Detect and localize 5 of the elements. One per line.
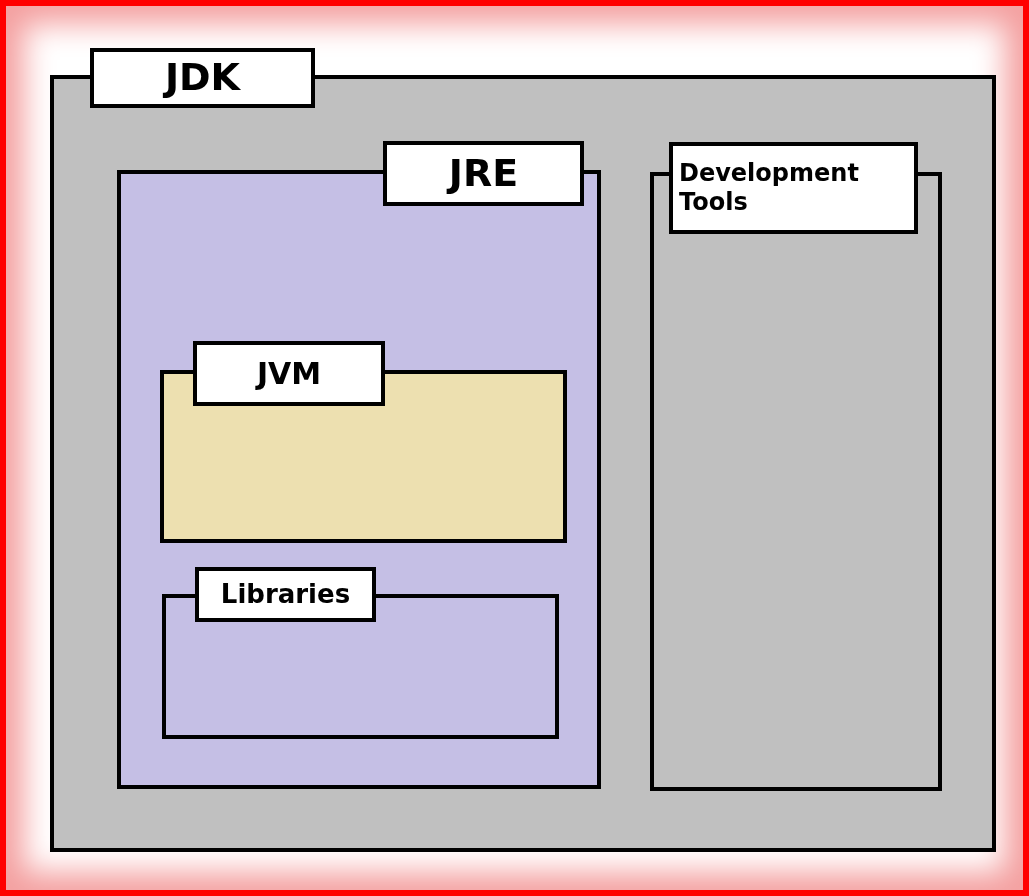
container-title: JVM	[254, 354, 323, 393]
container-title: Libraries	[219, 577, 352, 611]
container-title: JRE	[445, 149, 520, 197]
container-title: JDK	[162, 54, 242, 102]
container-title: Development Tools	[678, 158, 860, 218]
